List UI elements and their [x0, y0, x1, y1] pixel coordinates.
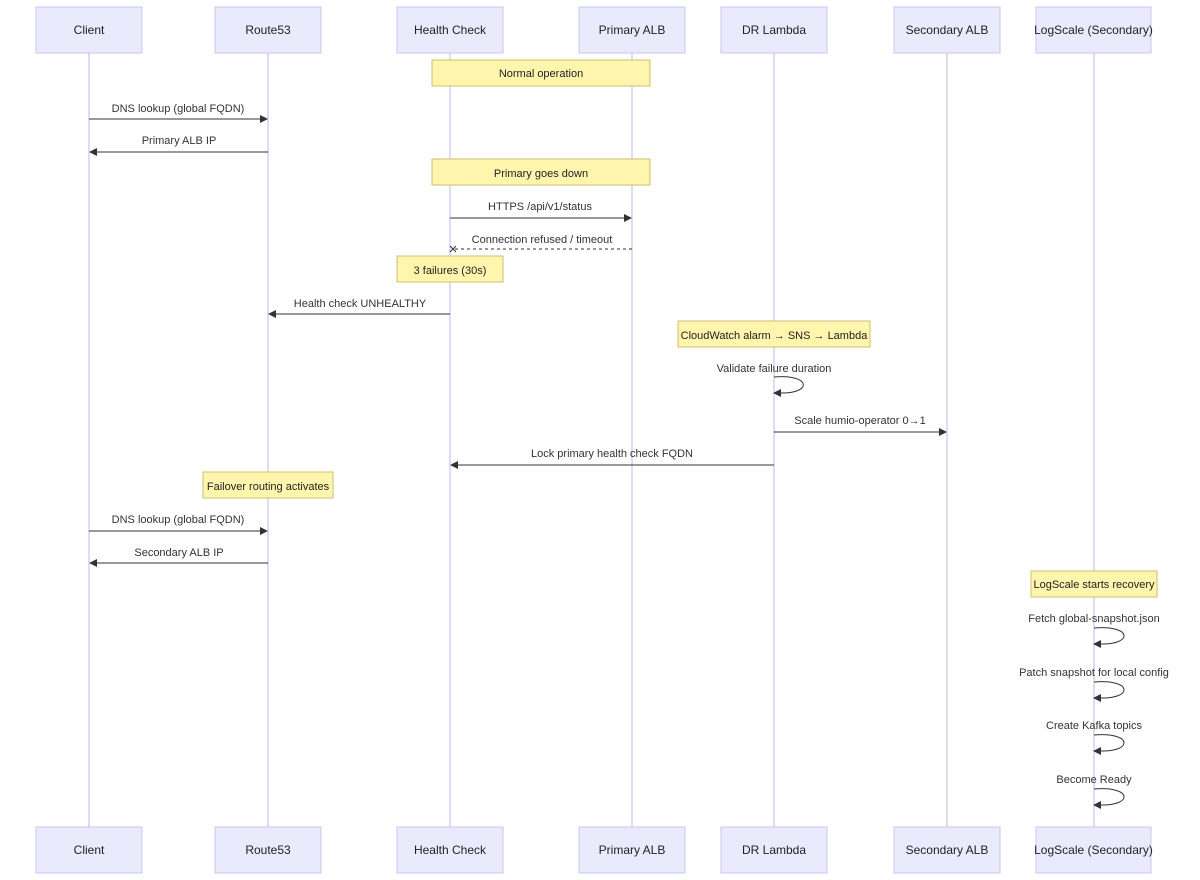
message-label: Lock primary health check FQDN	[531, 448, 693, 460]
actor-health-check-bottom: Health Check	[396, 826, 504, 874]
message-label: DNS lookup (global FQDN)	[112, 103, 245, 115]
note-3-failures: 3 failures (30s)	[396, 255, 504, 283]
note-text: CloudWatch alarm → SNS → Lambda	[681, 330, 869, 342]
arrow-left-icon	[89, 148, 97, 156]
message-lock-primary-health-check: Lock primary health check FQDN	[450, 448, 774, 469]
message-validate-failure: Validate failure duration	[717, 363, 832, 397]
message-label: Patch snapshot for local config	[1019, 667, 1169, 679]
message-patch-snapshot: Patch snapshot for local config	[1019, 667, 1169, 702]
note-text: Primary goes down	[494, 168, 588, 180]
actor-dr-lambda-bottom: DR Lambda	[720, 826, 828, 874]
arrow-right-icon	[260, 115, 268, 123]
note-text: LogScale starts recovery	[1033, 579, 1155, 591]
actor-label: Route53	[245, 843, 291, 857]
actor-label: Route53	[245, 23, 291, 37]
message-create-kafka-topics: Create Kafka topics	[1046, 720, 1142, 755]
message-label: Validate failure duration	[717, 363, 832, 375]
actor-label: Client	[74, 23, 105, 37]
message-label: Secondary ALB IP	[134, 547, 223, 559]
message-connection-refused: Connection refused / timeout	[449, 234, 632, 253]
cross-icon	[449, 245, 457, 253]
message-https-status: HTTPS /api/v1/status	[450, 201, 632, 222]
arrow-left-icon	[89, 559, 97, 567]
actor-label: LogScale (Secondary)	[1034, 843, 1153, 857]
note-failover-routing: Failover routing activates	[202, 471, 334, 499]
note-primary-goes-down: Primary goes down	[431, 158, 651, 186]
note-cloudwatch-alarm: CloudWatch alarm → SNS → Lambda	[677, 320, 871, 348]
message-label: Create Kafka topics	[1046, 720, 1142, 732]
actor-secondary-alb-top: Secondary ALB	[893, 6, 1001, 54]
arrow-left-icon	[1093, 801, 1101, 809]
arrow-left-icon	[1093, 747, 1101, 755]
actor-client-top: Client	[35, 6, 143, 54]
actor-label: Primary ALB	[599, 843, 666, 857]
actor-dr-lambda-top: DR Lambda	[720, 6, 828, 54]
message-label: Primary ALB IP	[142, 135, 217, 147]
actor-route53-top: Route53	[214, 6, 322, 54]
note-text: Normal operation	[499, 68, 583, 80]
arrow-left-icon	[773, 389, 781, 397]
message-label: Health check UNHEALTHY	[294, 298, 427, 310]
arrow-right-icon	[939, 428, 947, 436]
actor-label: Secondary ALB	[906, 23, 989, 37]
message-label: HTTPS /api/v1/status	[488, 201, 592, 213]
actor-label: DR Lambda	[742, 23, 806, 37]
actor-label: LogScale (Secondary)	[1034, 23, 1153, 37]
actor-label: DR Lambda	[742, 843, 806, 857]
note-text: 3 failures (30s)	[414, 265, 487, 277]
message-dns-lookup-2: DNS lookup (global FQDN)	[89, 514, 268, 535]
actor-label: Secondary ALB	[906, 843, 989, 857]
arrow-right-icon	[260, 527, 268, 535]
arrow-left-icon	[268, 310, 276, 318]
message-label: Scale humio-operator 0→1	[794, 415, 925, 427]
actor-label: Health Check	[414, 23, 487, 37]
message-fetch-global-snapshot: Fetch global-snapshot.json	[1028, 613, 1160, 648]
arrow-right-icon	[624, 214, 632, 222]
message-become-ready: Become Ready	[1056, 774, 1132, 809]
arrow-left-icon	[1093, 640, 1101, 648]
arrow-left-icon	[450, 461, 458, 469]
note-text: Failover routing activates	[207, 481, 330, 493]
message-label: Connection refused / timeout	[472, 234, 613, 246]
actor-client-bottom: Client	[35, 826, 143, 874]
note-logscale-recovery: LogScale starts recovery	[1030, 570, 1158, 598]
message-secondary-alb-ip: Secondary ALB IP	[89, 547, 268, 567]
message-primary-alb-ip: Primary ALB IP	[89, 135, 268, 156]
message-label: Become Ready	[1056, 774, 1132, 786]
actor-primary-alb-bottom: Primary ALB	[578, 826, 686, 874]
actor-primary-alb-top: Primary ALB	[578, 6, 686, 54]
arrow-left-icon	[1093, 694, 1101, 702]
actor-label: Primary ALB	[599, 23, 666, 37]
actor-route53-bottom: Route53	[214, 826, 322, 874]
actor-label: Health Check	[414, 843, 487, 857]
actor-secondary-alb-bottom: Secondary ALB	[893, 826, 1001, 874]
message-dns-lookup-1: DNS lookup (global FQDN)	[89, 103, 268, 123]
actor-logscale-top: LogScale (Secondary)	[1034, 6, 1153, 54]
message-label: Fetch global-snapshot.json	[1028, 613, 1159, 625]
note-normal-operation: Normal operation	[431, 59, 651, 87]
actor-label: Client	[74, 843, 105, 857]
actor-logscale-bottom: LogScale (Secondary)	[1034, 826, 1153, 874]
message-scale-humio-operator: Scale humio-operator 0→1	[774, 415, 947, 436]
message-label: DNS lookup (global FQDN)	[112, 514, 245, 526]
message-health-check-unhealthy: Health check UNHEALTHY	[268, 298, 450, 318]
actor-health-check-top: Health Check	[396, 6, 504, 54]
